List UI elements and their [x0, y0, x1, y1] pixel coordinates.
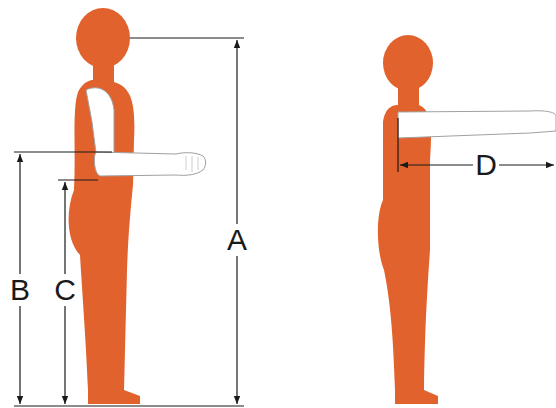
standing-figure	[69, 8, 206, 404]
dimension-letter: A	[225, 224, 249, 256]
reaching-figure	[378, 35, 556, 404]
dimension-letter: D	[473, 149, 499, 181]
dimension-lines	[14, 38, 554, 406]
dimension-letter: C	[52, 274, 78, 306]
dimension-letter: B	[8, 274, 32, 306]
